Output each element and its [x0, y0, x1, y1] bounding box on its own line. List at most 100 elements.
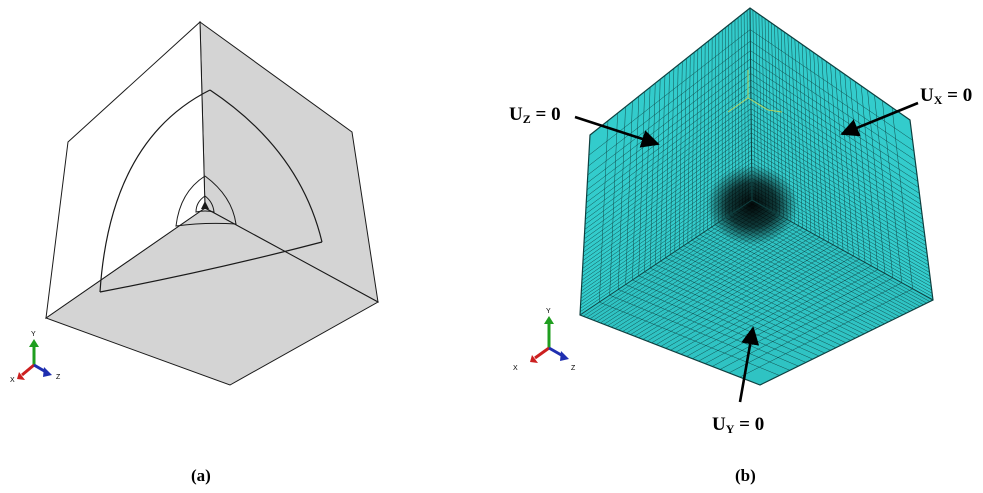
mesh-line	[839, 70, 854, 257]
mesh-dense-region	[706, 165, 798, 245]
mesh-line	[655, 264, 836, 348]
panel-label-a: (a)	[191, 466, 211, 485]
mesh-line	[632, 96, 639, 280]
mesh-line	[618, 289, 799, 367]
mesh-lines-right	[750, 10, 933, 297]
mesh-inner-edge-right	[751, 199, 934, 301]
mesh-line	[587, 50, 751, 176]
mesh-line	[821, 58, 834, 245]
bc-uy: UY = 0	[712, 326, 764, 436]
mesh-line	[801, 44, 812, 233]
triad-a-z-label: Z	[56, 374, 61, 381]
mesh-line	[695, 237, 877, 328]
mesh-line	[582, 150, 752, 269]
mesh-line	[588, 29, 751, 156]
mesh-line	[699, 46, 702, 235]
axis-triad-a: Y X Z	[10, 331, 61, 384]
mesh-line	[849, 77, 866, 263]
mesh-line	[588, 40, 751, 167]
mesh-line	[583, 123, 752, 244]
mesh-line	[686, 259, 860, 357]
mesh-line	[882, 100, 902, 283]
mesh-line	[644, 271, 826, 354]
mesh-line	[665, 247, 839, 349]
mesh-line	[805, 47, 816, 235]
mesh-line	[813, 52, 825, 240]
triad-b-x-label: X	[513, 365, 518, 372]
mesh-line	[692, 262, 866, 359]
mesh-line	[798, 41, 808, 231]
mesh-line	[791, 36, 799, 226]
mesh-line	[584, 113, 752, 235]
mesh-line	[625, 101, 633, 285]
mesh-line	[674, 251, 856, 339]
mesh-line	[583, 128, 752, 248]
mesh-right-face	[750, 8, 933, 300]
mesh-line	[599, 120, 609, 303]
mesh-line	[670, 250, 844, 351]
mesh-line	[691, 239, 873, 330]
mesh-line	[703, 43, 706, 233]
mesh-line	[751, 118, 924, 225]
mesh-line	[634, 230, 807, 337]
mesh-line	[582, 145, 752, 265]
mesh-line	[642, 234, 816, 340]
mesh-bottom-face	[580, 200, 933, 385]
mesh-line	[678, 61, 683, 249]
mesh-line	[586, 79, 751, 203]
mesh-line	[674, 65, 679, 252]
mesh-line	[585, 86, 751, 209]
mesh-line	[638, 91, 645, 276]
mesh-line	[632, 279, 813, 360]
mesh-line	[750, 29, 913, 141]
triad-b-z-label: Z	[571, 365, 576, 372]
mesh-line	[651, 239, 825, 344]
mesh-line	[584, 103, 752, 225]
mesh-line	[679, 248, 860, 337]
mesh-line	[861, 85, 879, 270]
mesh-line	[665, 257, 847, 343]
mesh-line	[844, 74, 860, 260]
mesh-line	[660, 244, 834, 347]
mesh-line	[660, 75, 666, 262]
mesh-line	[691, 52, 695, 241]
mesh-line	[830, 64, 844, 251]
mesh-line	[638, 275, 820, 357]
mesh-line	[751, 154, 928, 258]
mesh-line	[855, 81, 872, 266]
mesh-line	[728, 282, 902, 374]
mesh-line	[867, 90, 886, 274]
mesh-line	[599, 301, 780, 376]
mesh-line	[809, 49, 820, 238]
mesh-left-face	[580, 8, 752, 315]
mesh-line	[705, 269, 878, 364]
mesh-line	[698, 265, 872, 362]
mesh-line	[665, 71, 670, 258]
mesh-inner-edge-top	[749, 7, 753, 201]
triad-a-x-label: X	[10, 377, 15, 384]
mesh-line	[656, 242, 829, 345]
mesh-line	[817, 55, 829, 243]
mesh-line	[683, 245, 865, 335]
mesh-line	[794, 39, 803, 229]
mesh-line	[751, 141, 927, 246]
mesh-line	[750, 103, 922, 210]
panel-label-b: (b)	[735, 466, 756, 485]
mesh-line	[750, 50, 916, 161]
mesh-line	[583, 132, 752, 253]
mesh-line	[707, 229, 889, 323]
bc-ux-arrow	[840, 101, 919, 137]
mesh-line	[751, 145, 927, 250]
mesh-line	[644, 87, 651, 272]
bc-uz-arrow	[574, 115, 660, 148]
mesh-line	[586, 73, 751, 197]
geometry-large-arc-right	[209, 89, 323, 243]
mesh-line	[834, 67, 849, 254]
mesh-line	[670, 254, 851, 341]
mesh-line	[586, 66, 751, 191]
mesh-line	[649, 83, 656, 269]
geometry-large-arc-left	[99, 89, 211, 293]
mesh-line	[584, 118, 752, 240]
mesh-line	[751, 137, 926, 242]
